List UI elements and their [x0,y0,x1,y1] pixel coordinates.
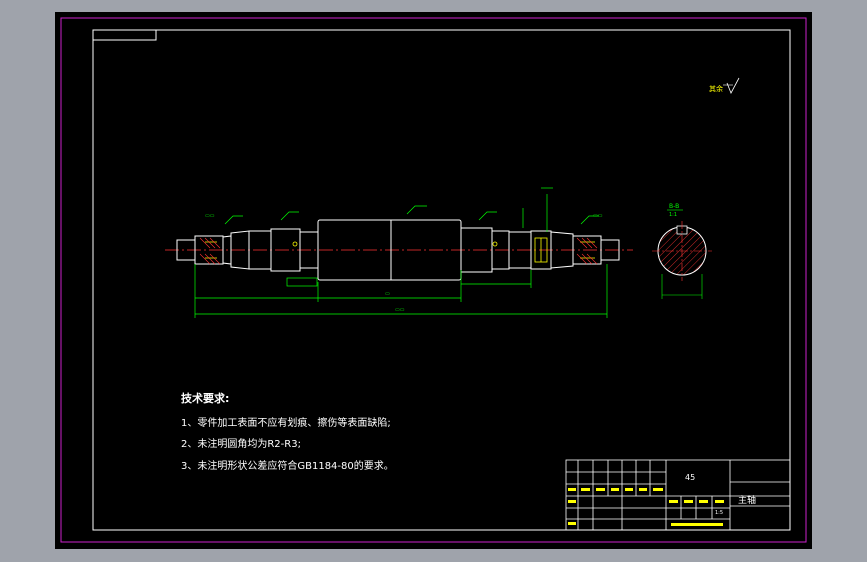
svg-text:▭: ▭ [385,291,390,297]
notes-line-3: 3、未注明形状公差应符合GB1184-80的要求。 [181,459,394,472]
shaft-main-view: ▭▭ ▭ ▭▭ ▭▭ [165,187,633,318]
roughness-symbol-icon [726,77,740,94]
drawing-number-box [92,29,157,41]
keyway-detail [205,237,595,263]
title-block: 45 主轴 1:5 [565,459,791,531]
section-dimensions [661,274,703,299]
notes-line-2: 2、未注明圆角均为R2-R3; [181,437,301,450]
svg-text:▭▭: ▭▭ [395,307,405,313]
technical-requirements: 技术要求: 1、零件加工表面不应有划痕、擦伤等表面缺陷; 2、未注明圆角均为R2… [181,391,394,472]
section-view-bb: B-B 1:1 [652,203,712,299]
shaft-outline [176,219,620,281]
notes-title: 技术要求: [181,391,229,405]
section-label: B-B [669,203,679,210]
dimension-values: ▭▭ ▭ ▭▭ ▭▭ [205,213,603,313]
notes-line-1: 1、零件加工表面不应有划痕、擦伤等表面缺陷; [181,416,391,429]
cad-viewport[interactable]: ▭▭ ▭ ▭▭ ▭▭ B-B 1:1 其余 技术要 [55,12,812,549]
svg-text:▭▭: ▭▭ [593,213,603,219]
title-block-part-name: 主轴 [738,494,756,506]
svg-text:▭▭: ▭▭ [205,213,215,219]
title-block-scale: 1:5 [715,510,723,516]
drawing-canvas: ▭▭ ▭ ▭▭ ▭▭ B-B 1:1 其余 技术要 [60,17,807,543]
title-block-grid [565,459,791,531]
section-scale: 1:1 [669,212,677,218]
roughness-note-text: 其余 [709,84,723,93]
dimension-lines [194,187,608,318]
title-block-material: 45 [685,473,695,482]
title-block-small-labels [568,488,724,526]
roughness-note: 其余 [709,77,740,94]
center-hole-hatch [199,237,598,265]
sheet-boundary [60,17,807,543]
drawing-frame [92,29,791,531]
